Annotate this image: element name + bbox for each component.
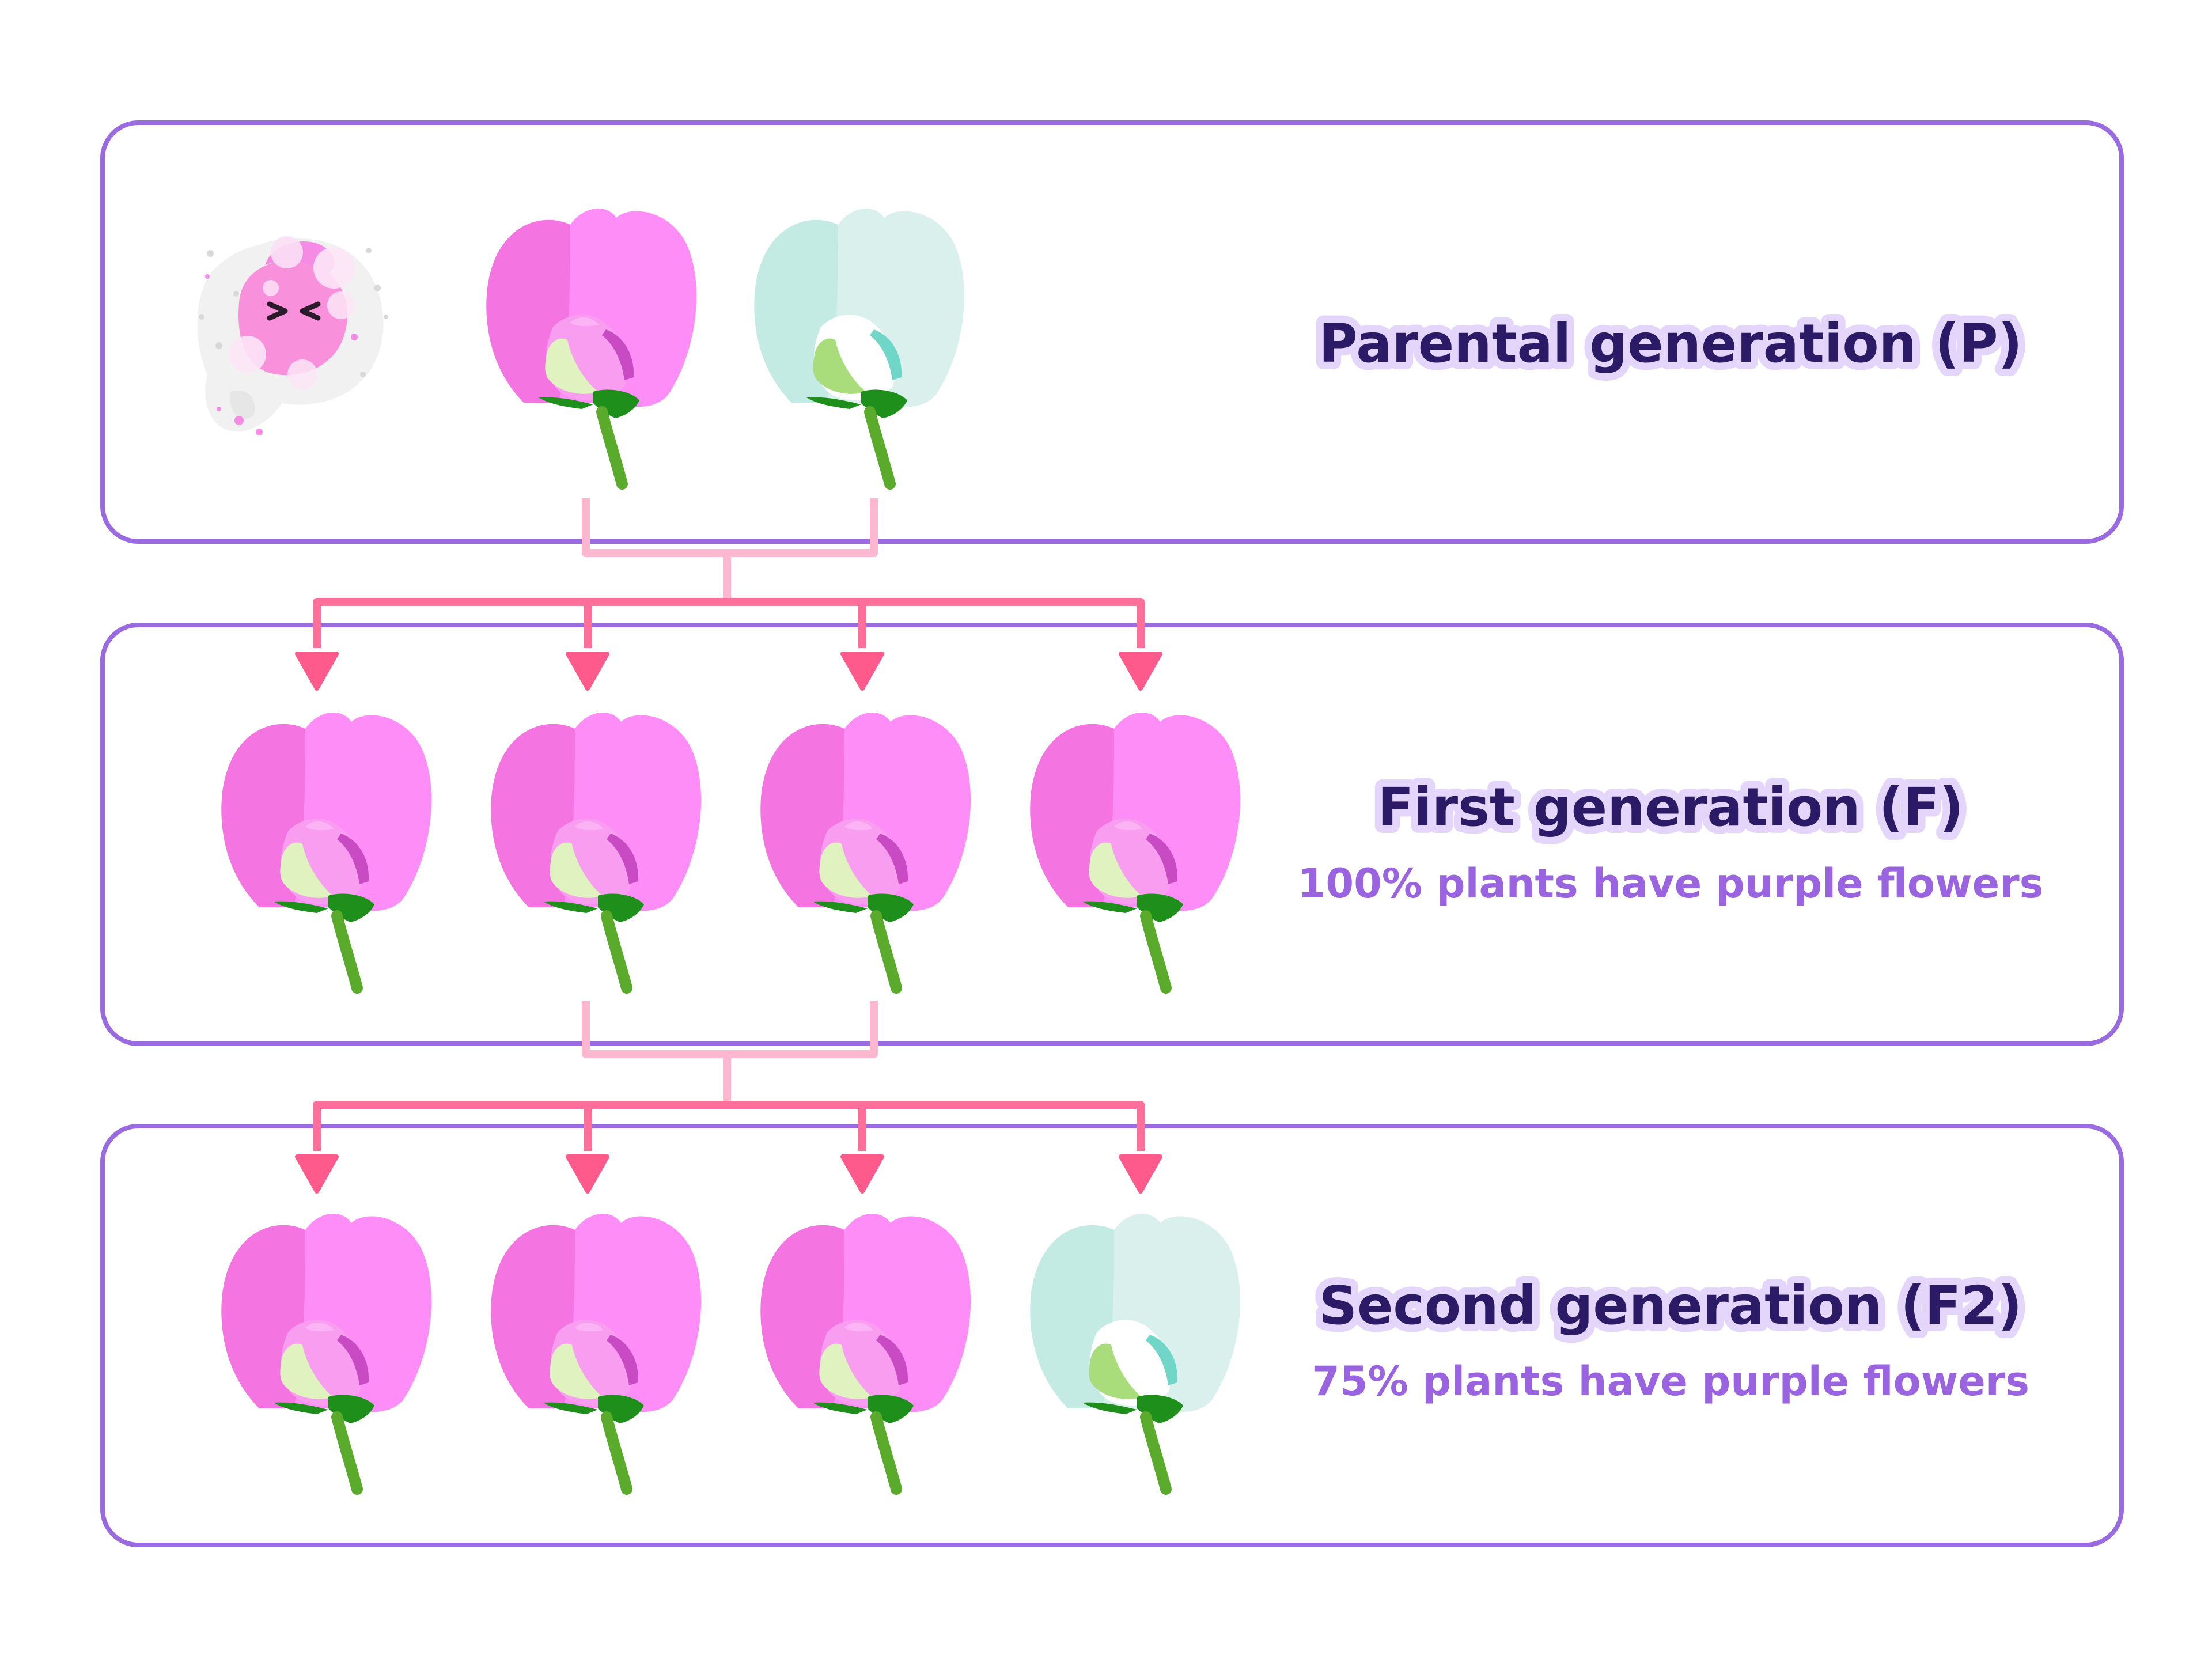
- parental-title: Parental generation (P): [1319, 313, 2022, 374]
- second-subtitle: 75% plants have purple flowers: [1312, 1358, 2029, 1405]
- first-subtitle: 100% plants have purple flowers: [1298, 860, 2044, 907]
- connector-f-to-f2: [313, 1001, 1145, 1151]
- first-title: First generation (F): [1377, 777, 1963, 838]
- second-title: Second generation (F2): [1319, 1275, 2022, 1336]
- connector-p-to-f: [313, 498, 1145, 648]
